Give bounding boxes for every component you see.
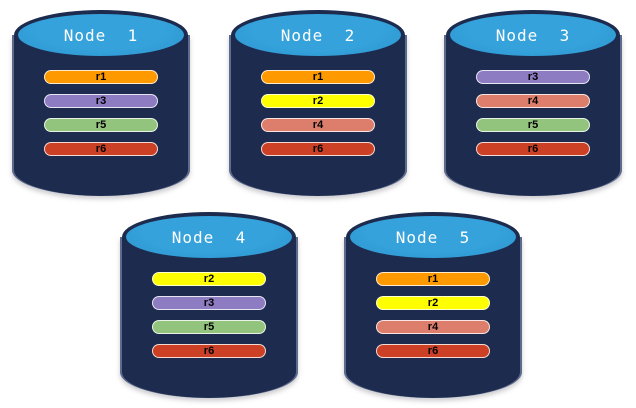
replica-bar: r1: [44, 70, 158, 84]
node-4-cylinder: Node 4 r2 r3 r5 r6: [120, 212, 298, 398]
replica-bar: r4: [261, 118, 375, 132]
node-label: Node 3: [495, 25, 571, 45]
node-5-cylinder: Node 5 r1 r2 r4 r6: [344, 212, 522, 398]
replica-bar: r2: [376, 296, 490, 310]
cylinder-body: [229, 35, 407, 196]
replica-bar: r1: [376, 272, 490, 286]
cylinder-top: Node 2: [231, 10, 405, 60]
cylinder-body: [344, 237, 522, 398]
replica-bar: r3: [44, 94, 158, 108]
replica-bar: r2: [261, 94, 375, 108]
replica-bar: r5: [476, 118, 590, 132]
node-label: Node 5: [395, 227, 471, 247]
replica-bar: r5: [152, 320, 266, 334]
cylinder-body: [444, 35, 622, 196]
replica-bar: r6: [376, 344, 490, 358]
replica-list: r1 r2 r4 r6: [261, 70, 375, 166]
replica-bar: r6: [44, 142, 158, 156]
cylinder-body: [120, 237, 298, 398]
node-label: Node 4: [171, 227, 247, 247]
replica-bar: r2: [152, 272, 266, 286]
replica-bar: r4: [476, 94, 590, 108]
replica-bar: r4: [376, 320, 490, 334]
replica-bar: r5: [44, 118, 158, 132]
node-2-cylinder: Node 2 r1 r2 r4 r6: [229, 10, 407, 196]
node-1-cylinder: Node 1 r1 r3 r5 r6: [12, 10, 190, 196]
cylinder-body: [12, 35, 190, 196]
cylinder-top: Node 5: [346, 212, 520, 262]
replica-list: r3 r4 r5 r6: [476, 70, 590, 166]
replica-bar: r6: [476, 142, 590, 156]
node-3-cylinder: Node 3 r3 r4 r5 r6: [444, 10, 622, 196]
replica-list: r1 r3 r5 r6: [44, 70, 158, 166]
replica-bar: r6: [261, 142, 375, 156]
node-label: Node 2: [280, 25, 356, 45]
cylinder-top: Node 4: [122, 212, 296, 262]
replica-list: r2 r3 r5 r6: [152, 272, 266, 368]
cylinder-top: Node 1: [14, 10, 188, 60]
cylinder-top: Node 3: [446, 10, 620, 60]
replica-bar: r6: [152, 344, 266, 358]
replica-bar: r1: [261, 70, 375, 84]
replica-bar: r3: [152, 296, 266, 310]
node-label: Node 1: [63, 25, 139, 45]
replica-list: r1 r2 r4 r6: [376, 272, 490, 368]
replica-bar: r3: [476, 70, 590, 84]
